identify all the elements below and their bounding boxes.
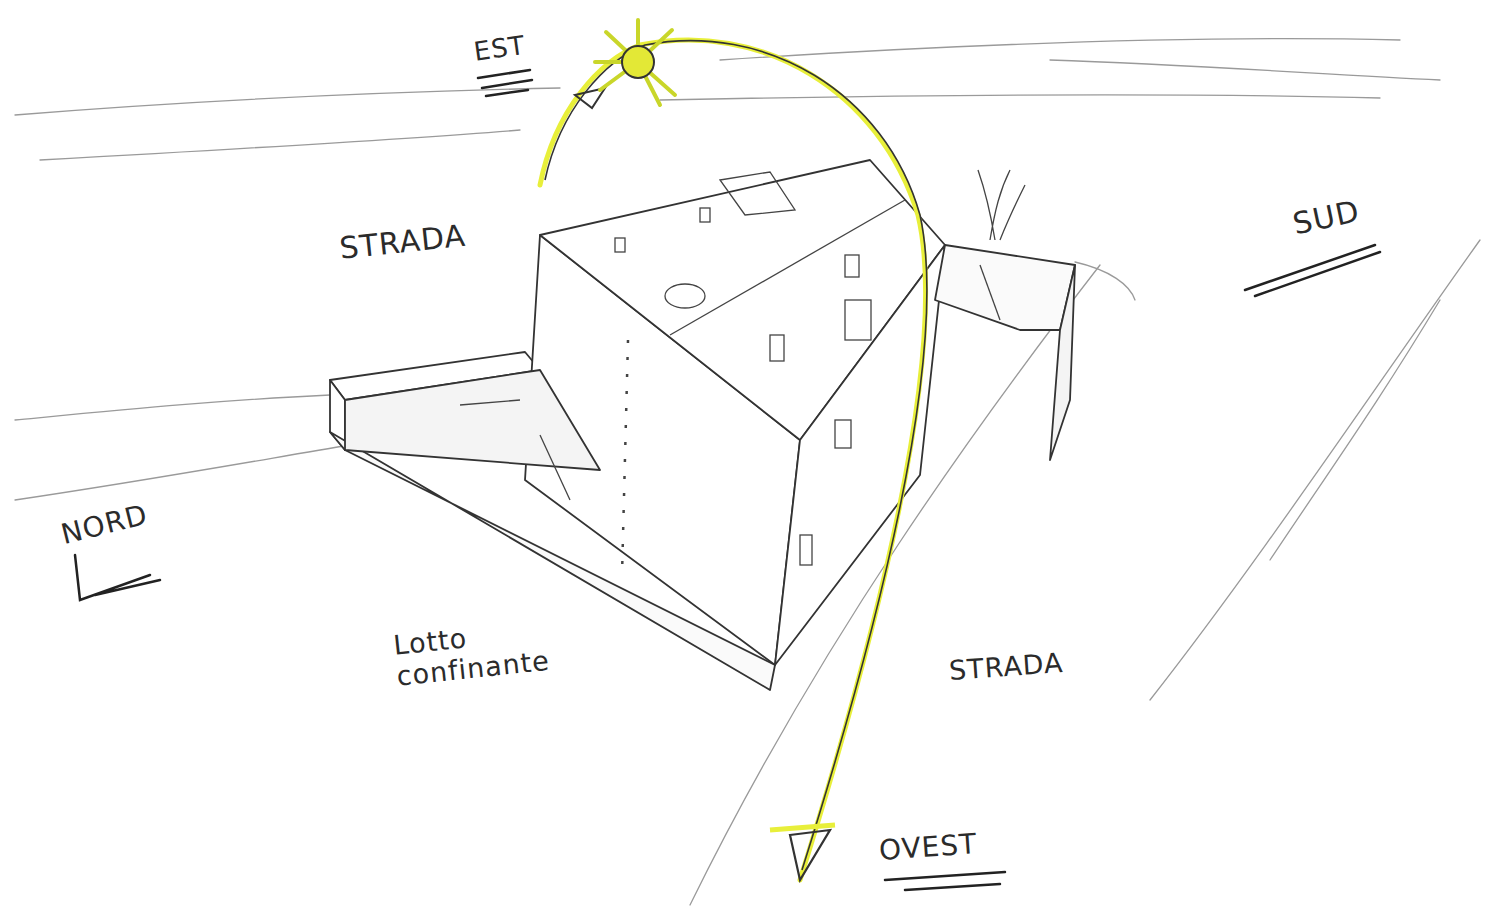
- underlines: [75, 70, 1380, 890]
- compass-label: OVEST: [878, 825, 1020, 867]
- sun-arc-highlight: [540, 40, 926, 880]
- front-wall: [775, 245, 945, 665]
- arrow-highlight: [770, 825, 835, 830]
- house-details: [460, 170, 1025, 575]
- context-lines: [15, 39, 1480, 905]
- window: [845, 255, 859, 277]
- window: [835, 420, 851, 448]
- wall-edge: [980, 265, 1000, 320]
- dotted-line: [622, 340, 628, 575]
- street-label: STRADA: [948, 641, 1150, 686]
- window: [770, 335, 784, 361]
- round-skylight: [665, 284, 705, 308]
- balcony-box: [845, 300, 871, 340]
- roof-window: [700, 208, 710, 222]
- sun: [622, 46, 654, 78]
- skylight: [720, 172, 795, 215]
- street-label: STRADA: [338, 215, 501, 266]
- sun-arc: [545, 41, 927, 870]
- compass-label: SUD: [1290, 187, 1395, 242]
- compass-label: NORD: [58, 493, 173, 551]
- plant: [978, 170, 1025, 240]
- right-courtyard: [935, 245, 1075, 330]
- window: [800, 535, 812, 565]
- compass-label: EST: [472, 27, 555, 68]
- stair: [460, 400, 520, 405]
- roof-window: [615, 238, 625, 252]
- stair: [540, 435, 570, 500]
- lot-label: Lotto confinante: [392, 613, 558, 691]
- sun-rays: [595, 20, 675, 105]
- house-volume: [330, 160, 1075, 690]
- roof-ridge: [670, 200, 905, 335]
- sun-path: [540, 20, 927, 880]
- right-wall: [1050, 265, 1075, 460]
- courtyard-floor: [345, 370, 600, 470]
- arrow-head: [790, 830, 830, 880]
